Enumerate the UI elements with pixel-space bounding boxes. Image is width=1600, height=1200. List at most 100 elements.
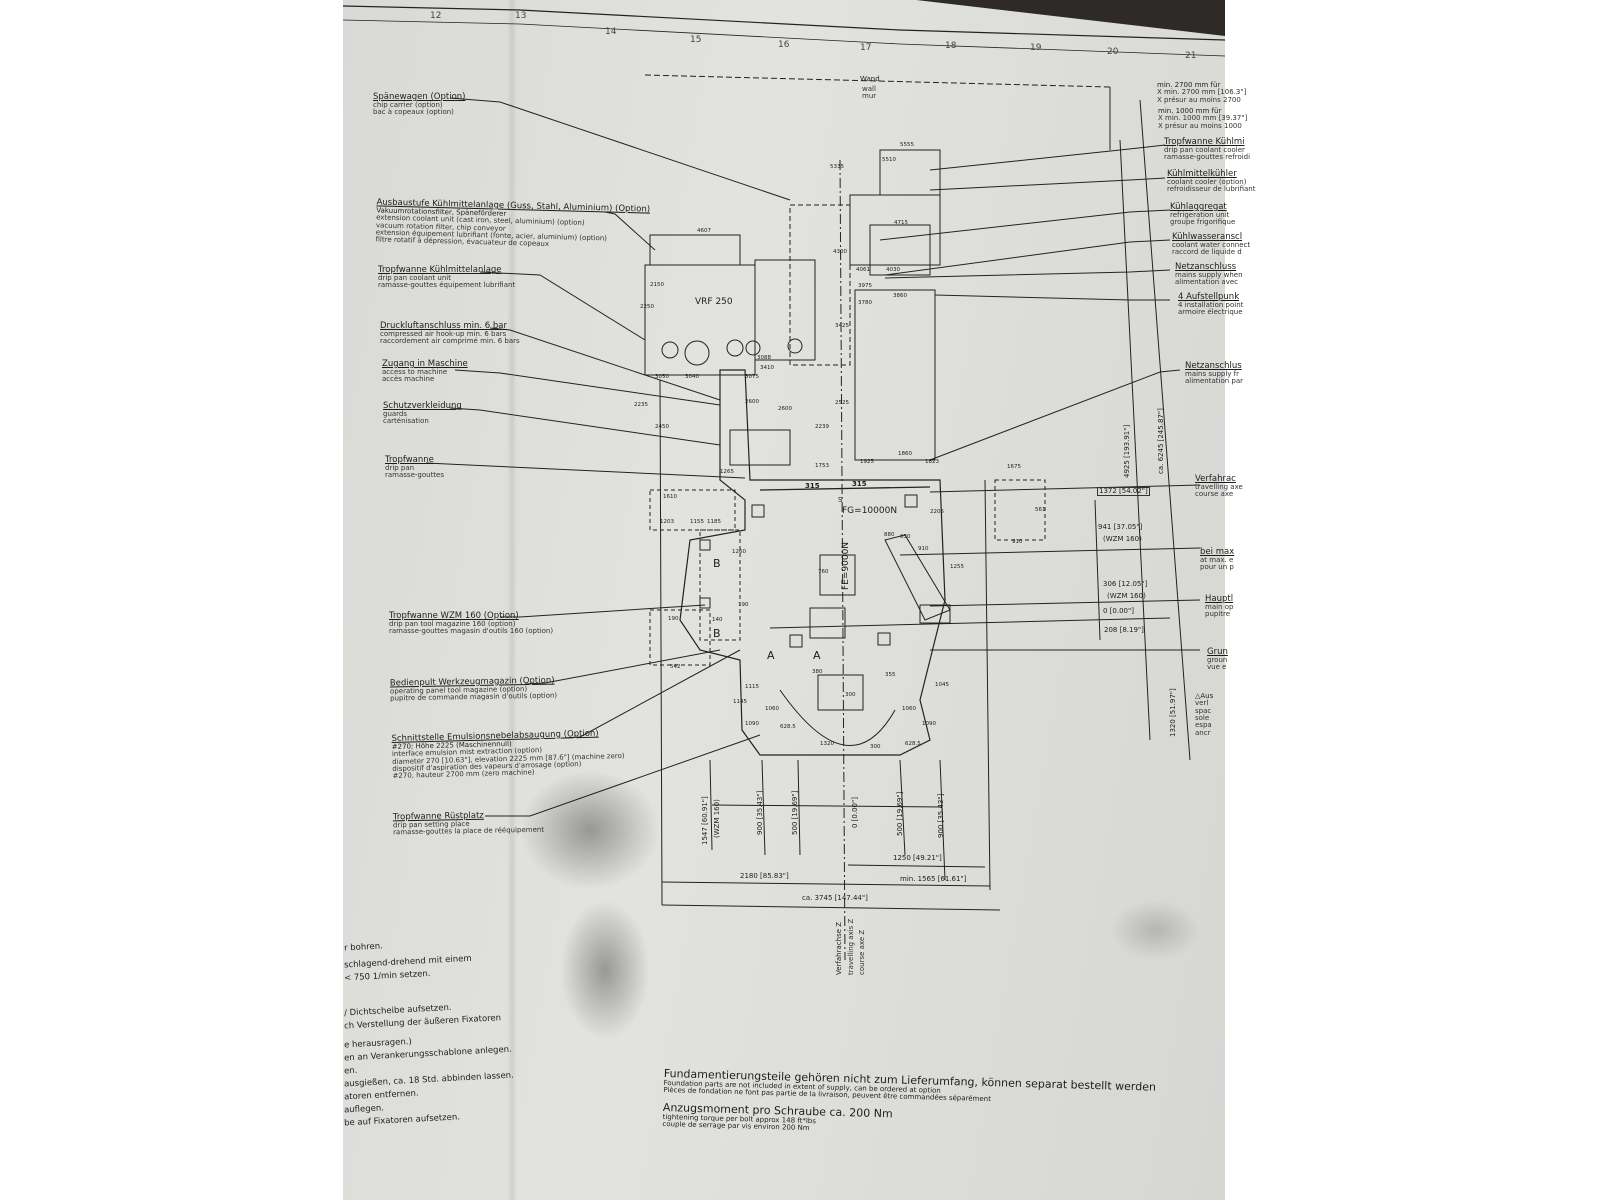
callout-title: △Aus xyxy=(1195,692,1214,700)
machine-dimension: 380 xyxy=(812,669,823,675)
callout-sub: spac xyxy=(1195,706,1212,715)
callout-sub: vue e xyxy=(1207,663,1227,672)
machine-dimension: 1155 xyxy=(690,519,704,525)
callout-operating-panel: Bedienpult Werkzeugmagazin (Option) oper… xyxy=(390,676,557,704)
force-fg: FG=10000N xyxy=(842,506,898,516)
smudge xyxy=(520,770,660,890)
machine-dimension: 1185 xyxy=(707,519,721,525)
machine-dimension: 2239 xyxy=(815,424,829,430)
machine-dimension: 1090 xyxy=(745,721,759,727)
callout-title: min. 2700 mm für xyxy=(1157,81,1221,89)
machine-dimension: 1060 xyxy=(765,706,779,712)
callout-drip-pan-coolant: Tropfwanne Kühlmittelanlage drip pan coo… xyxy=(378,266,515,290)
callout-title: Tropfwanne WZM 160 (Option) xyxy=(389,611,519,621)
callout-title: Spänewagen (Option) xyxy=(373,92,466,102)
machine-dimension: 1090 xyxy=(922,721,936,727)
machine-dimension: 2600 xyxy=(778,406,792,412)
callout-title: 4 Aufstellpunk xyxy=(1178,292,1240,302)
callout-sub: X min. 1000 mm [39.37"] xyxy=(1158,114,1248,123)
machine-dimension: 4030 xyxy=(886,267,900,273)
dim-941-note: (WZM 160) xyxy=(1103,535,1142,543)
callout-sub: drip pan xyxy=(385,463,415,472)
callout-sub: compressed air hook-up min. 6 bars xyxy=(380,329,507,338)
machine-dimension: 5510 xyxy=(882,157,896,163)
callout-sub: ancr xyxy=(1195,728,1211,737)
callout-title: Verfahrac xyxy=(1195,474,1236,484)
section-mark-b: B xyxy=(713,627,721,640)
paper-fold xyxy=(507,0,517,1200)
callout-drip-pan-setup: Tropfwanne Rüstplatz drip pan setting pl… xyxy=(393,811,544,837)
callout-title: Grun xyxy=(1207,647,1228,657)
dim-900-left: 900 [35.43"] xyxy=(756,790,764,835)
machine-dimension: 1610 xyxy=(663,494,677,500)
machine-dimension: 1045 xyxy=(935,682,949,688)
dim-941: 941 [37.05"] xyxy=(1098,523,1143,531)
callout-sub: verl xyxy=(1195,699,1209,708)
machine-dimension: 2250 xyxy=(640,304,654,310)
machine-dimension: 3780 xyxy=(858,300,872,306)
machine-dimension: 5555 xyxy=(900,142,914,148)
machine-dimension: 3040 xyxy=(685,374,699,380)
callout-sub: sole xyxy=(1195,714,1210,723)
machine-dimension: 190 xyxy=(668,616,679,622)
callout-sub: drip pan coolant cooler xyxy=(1164,145,1245,154)
callout-sub: at max. e xyxy=(1200,555,1234,564)
machine-dimension: 3410 xyxy=(760,365,774,371)
ruler-mark: 21 xyxy=(1185,51,1197,61)
callout-sub: X présur au moins 1000 xyxy=(1158,121,1242,130)
machine-dimension: 1320 xyxy=(820,741,834,747)
callout-sub: refrigeration unit xyxy=(1170,210,1230,219)
machine-dimension: 910 xyxy=(918,546,929,552)
ruler-mark: 16 xyxy=(778,40,790,50)
coolant-unit-label: VRF 250 xyxy=(695,297,733,307)
callout-sub: carténisation xyxy=(383,417,429,426)
callout-sub: 4 installation point xyxy=(1178,300,1244,309)
dim-500-right: 500 [19.69"] xyxy=(896,791,904,836)
machine-dimension: 1860 xyxy=(898,451,912,457)
dim-1565: min. 1565 [61.61"] xyxy=(900,875,967,883)
smudge xyxy=(560,900,650,1040)
callout-sub: accès machine xyxy=(382,375,435,384)
machine-dimension: 1260 xyxy=(732,549,746,555)
callout-sub: mains supply when xyxy=(1175,270,1243,279)
machine-dimension: 300 xyxy=(845,692,856,698)
callout-sub: ramasse-gouttes xyxy=(385,471,445,480)
callout-sub: chip carrier (option) xyxy=(373,100,443,109)
callout-sub: travelling axe xyxy=(1195,482,1243,491)
callout-sub: bac à copeaux (option) xyxy=(373,108,454,117)
callout-title: Druckluftanschluss min. 6 bar xyxy=(380,321,507,331)
callout-sub: raccordement air comprimé min. 6 bars xyxy=(380,337,520,346)
smudge xyxy=(1110,900,1200,960)
machine-dimension: 3860 xyxy=(893,293,907,299)
callout-sub: alimentation par xyxy=(1185,377,1244,386)
section-mark-b: B xyxy=(713,557,721,570)
machine-dimension: 542 xyxy=(670,664,681,670)
ruler-mark: 14 xyxy=(605,27,617,37)
callout-title: Kühlaggregat xyxy=(1170,202,1227,212)
callout-mist-extraction: Schnittstelle Emulsionsnebelabsaugung (O… xyxy=(391,729,625,781)
machine-dimension: 3975 xyxy=(858,283,872,289)
callout-sub: access to machine xyxy=(382,367,448,376)
machine-dimension: 880 xyxy=(884,532,895,538)
dim-306-note: (WZM 160) xyxy=(1107,592,1146,600)
drawing-sheet xyxy=(343,0,1225,1200)
dim-1250: 1250 [49.21"] xyxy=(893,854,942,862)
axis-z-label: Verfahrachse Z xyxy=(835,921,843,975)
callout-access: Zugang in Maschine access to machine acc… xyxy=(382,360,468,384)
installation-notes: r bohren. schlagend-drehend mit einem < … xyxy=(344,938,514,1128)
machine-dimension: 1115 xyxy=(745,684,759,690)
callout-sub: ramasse-gouttes refroidi xyxy=(1164,153,1251,162)
machine-dimension: 1925 xyxy=(860,459,874,465)
machine-dimension: 1675 xyxy=(1007,464,1021,470)
machine-dimension: 1145 xyxy=(733,699,747,705)
machine-dimension: 1265 xyxy=(720,469,734,475)
dim-6245: ca. 6245 [245.87"] xyxy=(1157,408,1165,474)
section-mark-a: A xyxy=(813,649,821,662)
